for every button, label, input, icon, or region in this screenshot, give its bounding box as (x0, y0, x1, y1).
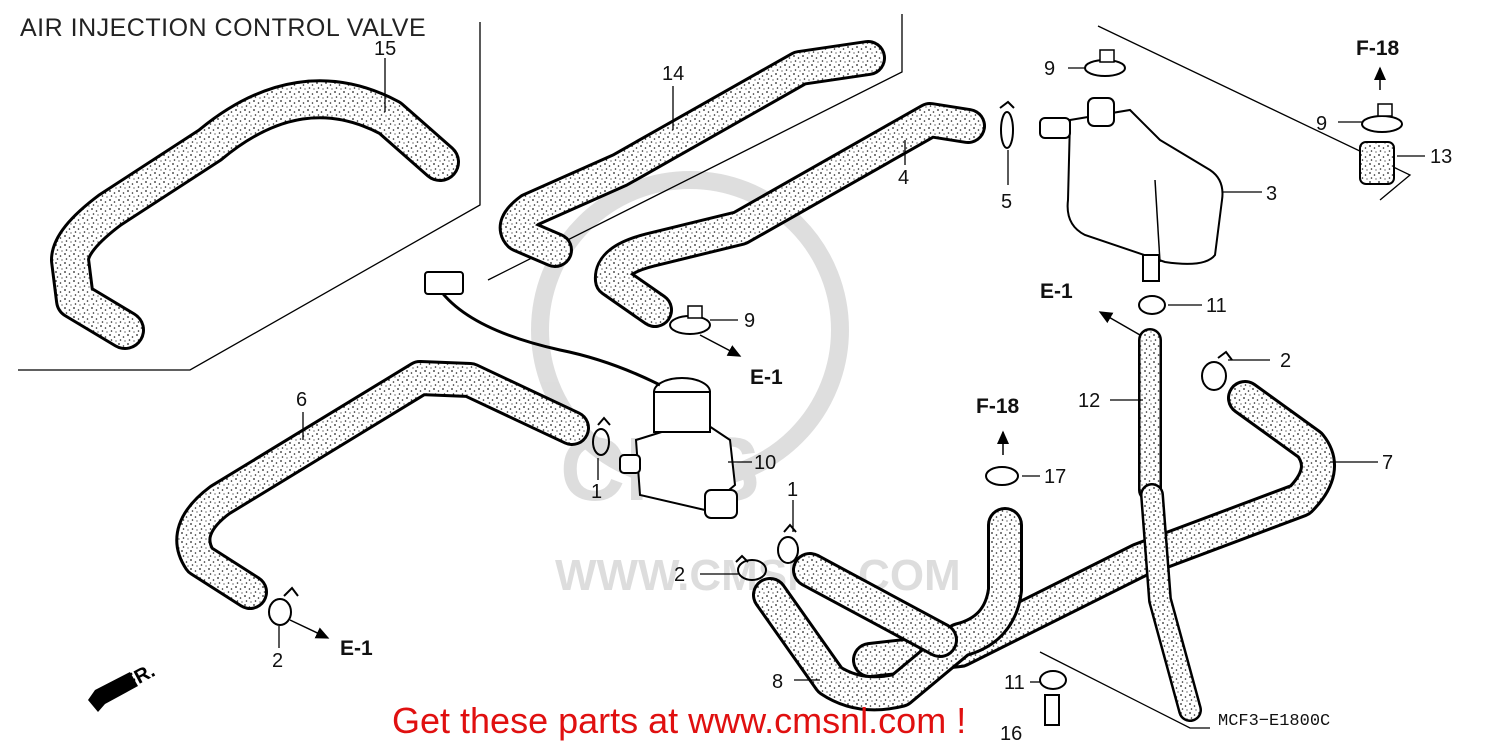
callout-10: 10 (754, 452, 776, 474)
group-outline-right (1097, 25, 1412, 201)
clip-2-mid (735, 554, 767, 581)
callout-9-right: 9 (1316, 113, 1327, 135)
hose-4 (594, 102, 986, 328)
ring-17 (985, 466, 1019, 486)
callout-12: 12 (1078, 390, 1100, 412)
clamp-9-right (1361, 103, 1403, 133)
callout-1-right: 1 (787, 479, 798, 501)
callout-11-top: 11 (1206, 295, 1227, 317)
group-outline-left (18, 22, 481, 371)
leader-lines (278, 58, 1425, 683)
hose-14 (498, 40, 886, 268)
callout-9-top: 9 (1044, 58, 1055, 80)
hose-6 (175, 360, 590, 610)
callout-6: 6 (296, 389, 307, 411)
footer-link-text[interactable]: Get these parts at www.cmsnl.com ! (392, 700, 967, 741)
filter-13 (1359, 141, 1395, 185)
page-title: AIR INJECTION CONTROL VALVE (20, 14, 427, 42)
callout-labels: 15 14 4 5 9 9 13 3 9 11 2 12 7 10 17 6 1… (272, 38, 1452, 745)
callout-14: 14 (662, 63, 684, 85)
front-arrow-icon: FR. (88, 660, 159, 712)
hose-8 (752, 507, 1023, 712)
hose-7 (852, 380, 1336, 678)
callout-17: 17 (1044, 466, 1066, 488)
hose-12 (1138, 328, 1202, 722)
callout-2-right: 2 (1280, 350, 1291, 372)
control-valve (619, 377, 738, 519)
hose-15 (50, 79, 460, 350)
group-outline-bottom (1039, 651, 1210, 729)
ref-f18-mid: F-18 (976, 395, 1020, 418)
ref-f18-top: F-18 (1356, 37, 1400, 60)
clamp-9-top (1084, 49, 1126, 77)
callout-2-left: 2 (272, 650, 283, 672)
clip-2-left (268, 586, 299, 626)
clamp-11-bottom (1039, 670, 1067, 690)
callout-11-bottom: 11 (1004, 672, 1025, 694)
diagram-code: MCF3−E1800C (1218, 712, 1331, 731)
part-16 (1044, 694, 1060, 726)
callout-8: 8 (772, 671, 783, 693)
callout-1-left: 1 (591, 481, 602, 503)
ref-e1-right: E-1 (1040, 280, 1073, 303)
callout-5: 5 (1001, 191, 1012, 213)
clamp-9-mid (669, 305, 711, 335)
air-reservoir (1039, 97, 1224, 282)
callout-9-mid: 9 (744, 310, 755, 332)
wire-harness (424, 271, 661, 387)
group-outline-center (487, 14, 903, 281)
callout-2-mid: 2 (674, 564, 685, 586)
connector-icon (424, 271, 464, 295)
clip-5 (999, 100, 1015, 149)
callout-3: 3 (1266, 183, 1277, 205)
ref-e1-mid: E-1 (750, 366, 783, 389)
callout-15: 15 (374, 38, 396, 60)
callout-7: 7 (1382, 452, 1393, 474)
callout-16: 16 (1000, 723, 1022, 745)
clamp-11-top (1138, 295, 1166, 315)
ref-e1-left: E-1 (340, 637, 373, 660)
callout-13: 13 (1430, 146, 1452, 168)
callout-4: 4 (898, 167, 909, 189)
watermark: CMS WWW.CMSNL.COM (531, 171, 961, 600)
clip-1-left (592, 416, 611, 456)
direction-arrows (289, 66, 1386, 639)
clip-1-right (777, 523, 799, 564)
section-refs: F-18 E-1 E-1 F-18 E-1 (340, 37, 1400, 660)
clip-2-right (1201, 350, 1233, 391)
